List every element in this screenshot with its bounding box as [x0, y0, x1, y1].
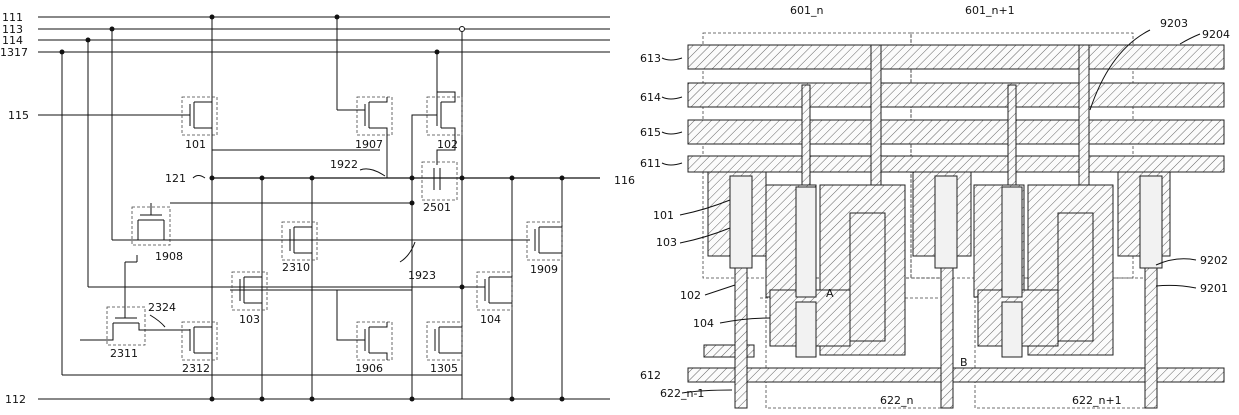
label-leaders — [150, 169, 415, 327]
transistor-2310 — [270, 222, 317, 260]
label-102: 102 — [437, 138, 458, 151]
label-1907: 1907 — [355, 138, 383, 151]
label-layout-102: 102 — [680, 289, 701, 302]
horizontal-wires — [38, 115, 600, 375]
transistor-1906 — [337, 290, 392, 360]
label-9202: 9202 — [1200, 254, 1228, 267]
label-2311: 2311 — [110, 347, 138, 360]
label-1305: 1305 — [430, 362, 458, 375]
label-615: 615 — [640, 126, 661, 139]
wiring-613 — [688, 45, 1224, 69]
left-labels: 111 113 114 1317 115 121 116 1922 1923 2… — [0, 11, 635, 406]
right-layout-diagram: 601_n 601_n+1 9203 9204 613 614 615 611 … — [640, 4, 1230, 408]
label-9204: 9204 — [1202, 28, 1230, 41]
label-101: 101 — [185, 138, 206, 151]
node-label-2324: 2324 — [148, 301, 176, 314]
marker-b: B — [960, 356, 968, 369]
left-circuit-schematic: 111 113 114 1317 115 121 116 1922 1923 2… — [0, 11, 635, 406]
transistor-104 — [477, 272, 512, 310]
capacitor-2501 — [412, 162, 462, 200]
label-layout-101: 101 — [653, 209, 674, 222]
label-601-n: 601_n — [790, 4, 823, 17]
label-612: 612 — [640, 369, 661, 382]
wiring-611 — [688, 156, 1224, 172]
signal-line-622-n-plus-1 — [1145, 265, 1157, 408]
label-622-n: 622_n — [880, 394, 913, 407]
label-2312: 2312 — [182, 362, 210, 375]
label-601-n-plus-1: 601_n+1 — [965, 4, 1015, 17]
wiring-615 — [688, 120, 1224, 144]
label-2501: 2501 — [423, 201, 451, 214]
label-9203: 9203 — [1160, 17, 1188, 30]
transistor-1909 — [527, 222, 562, 260]
marker-a: A — [826, 287, 834, 300]
label-613: 613 — [640, 52, 661, 65]
power-rails — [38, 17, 610, 399]
node-label-121: 121 — [165, 172, 186, 185]
wiring-614 — [688, 83, 1224, 107]
label-layout-104: 104 — [693, 317, 714, 330]
label-1906: 1906 — [355, 362, 383, 375]
label-104: 104 — [480, 313, 501, 326]
label-2310: 2310 — [282, 261, 310, 274]
label-614: 614 — [640, 91, 661, 104]
label-103: 103 — [239, 313, 260, 326]
label-622-n-minus-1: 622_n-1 — [660, 387, 704, 400]
label-9201: 9201 — [1200, 282, 1228, 295]
transistor-1908 — [112, 203, 170, 245]
label-622-n-plus-1: 622_n+1 — [1072, 394, 1122, 407]
label-611: 611 — [640, 157, 661, 170]
vertical-wires — [62, 17, 562, 399]
node-label-1922: 1922 — [330, 158, 358, 171]
node-label-1923: 1923 — [408, 269, 436, 282]
label-layout-103: 103 — [656, 236, 677, 249]
node-label-116: 116 — [614, 174, 635, 187]
signal-line-622-n-minus-1 — [735, 265, 747, 408]
wiring-612 — [688, 368, 1224, 382]
transistor-1305 — [427, 322, 462, 360]
label-1909: 1909 — [530, 263, 558, 276]
rail-label-112: 112 — [5, 393, 26, 406]
signal-line-622-n — [941, 265, 953, 408]
label-1908: 1908 — [155, 250, 183, 263]
rail-label-1317: 1317 — [0, 46, 28, 59]
node-label-115: 115 — [8, 109, 29, 122]
